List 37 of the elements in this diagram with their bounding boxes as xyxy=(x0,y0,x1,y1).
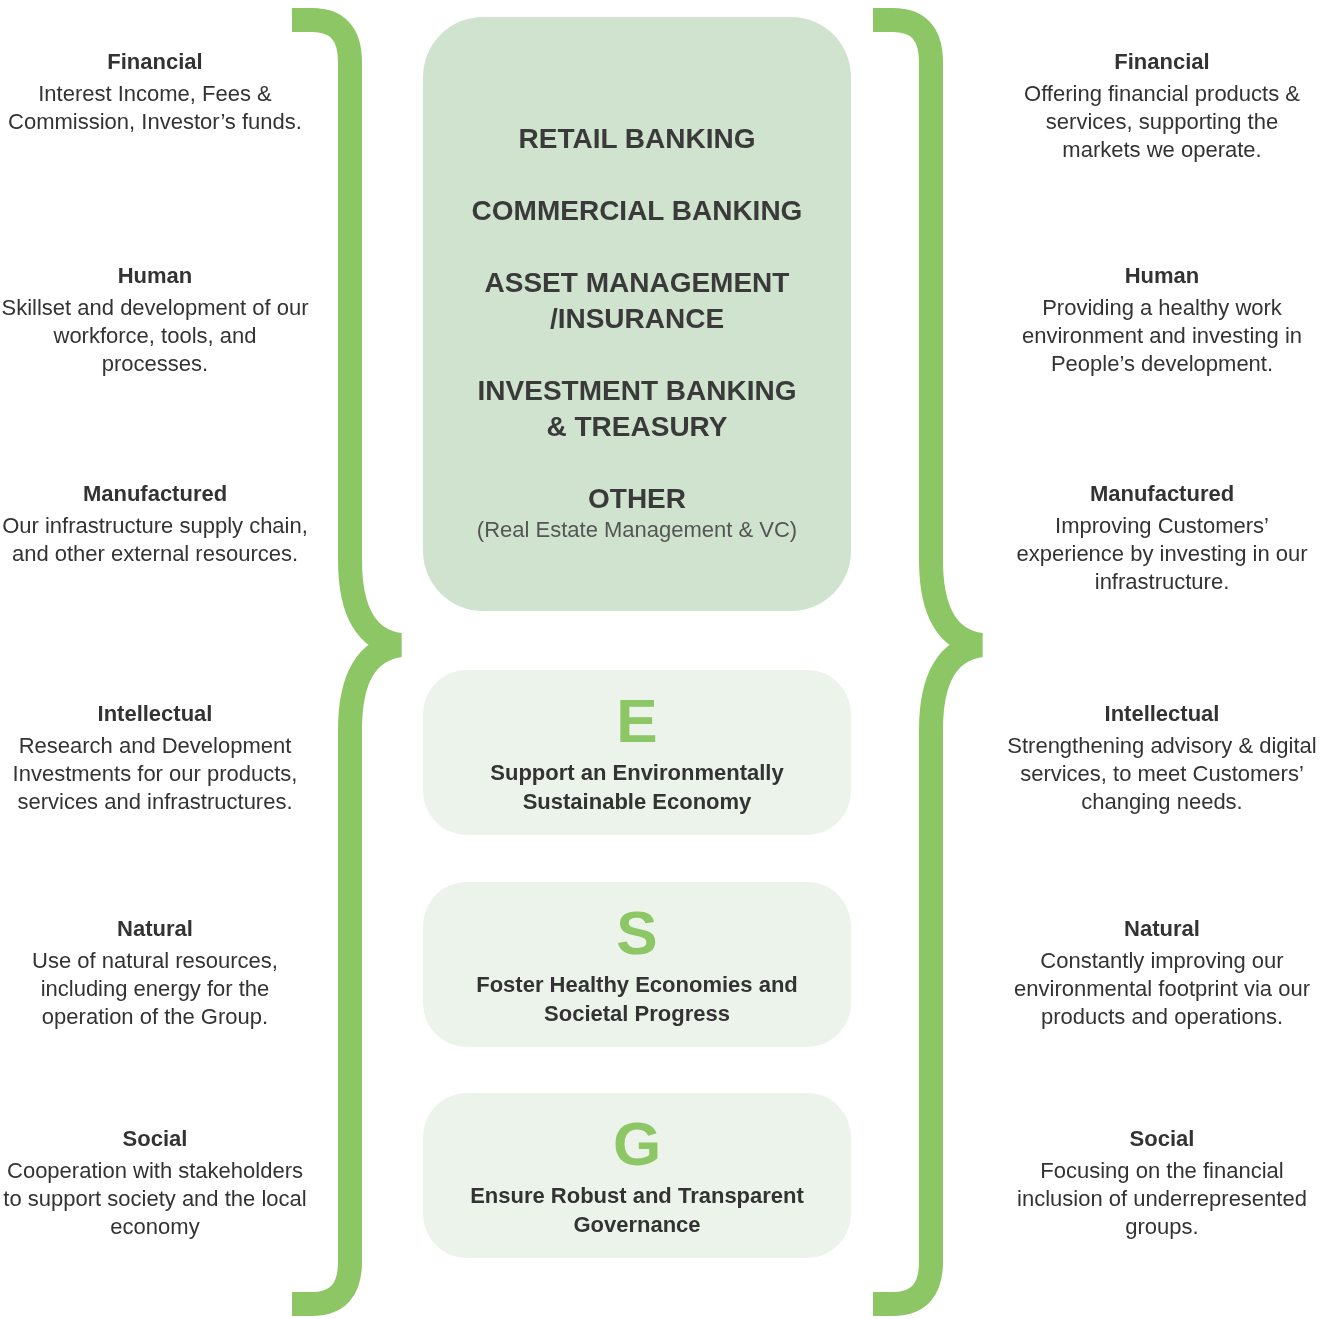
capital-description: Skillset and development of our workforce, tools, and processes. xyxy=(0,294,310,378)
capital-description: Providing a healthy work environment and investing in People’s development. xyxy=(1020,294,1304,378)
business-segments-panel xyxy=(423,17,851,611)
capital-heading: Social xyxy=(121,1125,189,1153)
capital-description: Use of natural resources, including energy for the operation of the Group. xyxy=(31,947,279,1031)
capital-heading: Manufactured xyxy=(81,480,229,508)
capital-heading: Financial xyxy=(1113,48,1211,76)
capital-description: Interest Income, Fees & Commission, Investor’s funds. xyxy=(7,80,303,136)
capital-heading: Intellectual xyxy=(1103,700,1221,728)
segment-heading: ASSET MANAGEMENT /INSURANCE xyxy=(483,266,791,336)
pillar-letter: G xyxy=(612,1112,662,1175)
segment-heading: RETAIL BANKING xyxy=(517,122,757,156)
capital-description: Cooperation with stakeholders to support society and the local economy xyxy=(2,1157,308,1241)
capital-description: Strengthening advisory & digital services, to meet Customers’ changing needs. xyxy=(1007,732,1317,816)
segment-heading: COMMERCIAL BANKING xyxy=(470,194,804,228)
pillar-text: Support an Environmentally Sustainable Economy xyxy=(489,758,785,816)
capital-description: Our infrastructure supply chain, and other external resources. xyxy=(1,512,309,568)
capital-description: Improving Customers’ experience by investing in our infrastructure. xyxy=(1015,512,1309,596)
capital-heading: Manufactured xyxy=(1088,480,1236,508)
capital-heading: Social xyxy=(1128,1125,1196,1153)
pillar-letter: S xyxy=(616,901,658,964)
pillar-text: Foster Healthy Economies and Societal Progress xyxy=(475,970,799,1028)
capital-heading: Financial xyxy=(106,48,204,76)
segment-heading: INVESTMENT BANKING & TREASURY xyxy=(476,374,798,444)
capital-description: Constantly improving our environmental footprint via our products and operations. xyxy=(1013,947,1311,1031)
pillar-text: Ensure Robust and Transparent Governance xyxy=(469,1181,805,1239)
segment-heading: OTHER xyxy=(587,482,687,516)
capital-heading: Human xyxy=(1123,262,1201,290)
capital-heading: Intellectual xyxy=(96,700,214,728)
capital-description: Offering financial products & services, supporting the markets we operate. xyxy=(1023,80,1301,164)
segment-note: (Real Estate Management & VC) xyxy=(476,517,798,543)
capital-heading: Natural xyxy=(1123,915,1201,943)
capital-description: Focusing on the financial inclusion of underrepresented groups. xyxy=(1016,1157,1308,1241)
capital-description: Research and Development Investments for our products, services and infrastructures. xyxy=(11,732,299,816)
capital-heading: Natural xyxy=(116,915,194,943)
capital-heading: Human xyxy=(116,262,194,290)
pillar-letter: E xyxy=(616,689,658,752)
